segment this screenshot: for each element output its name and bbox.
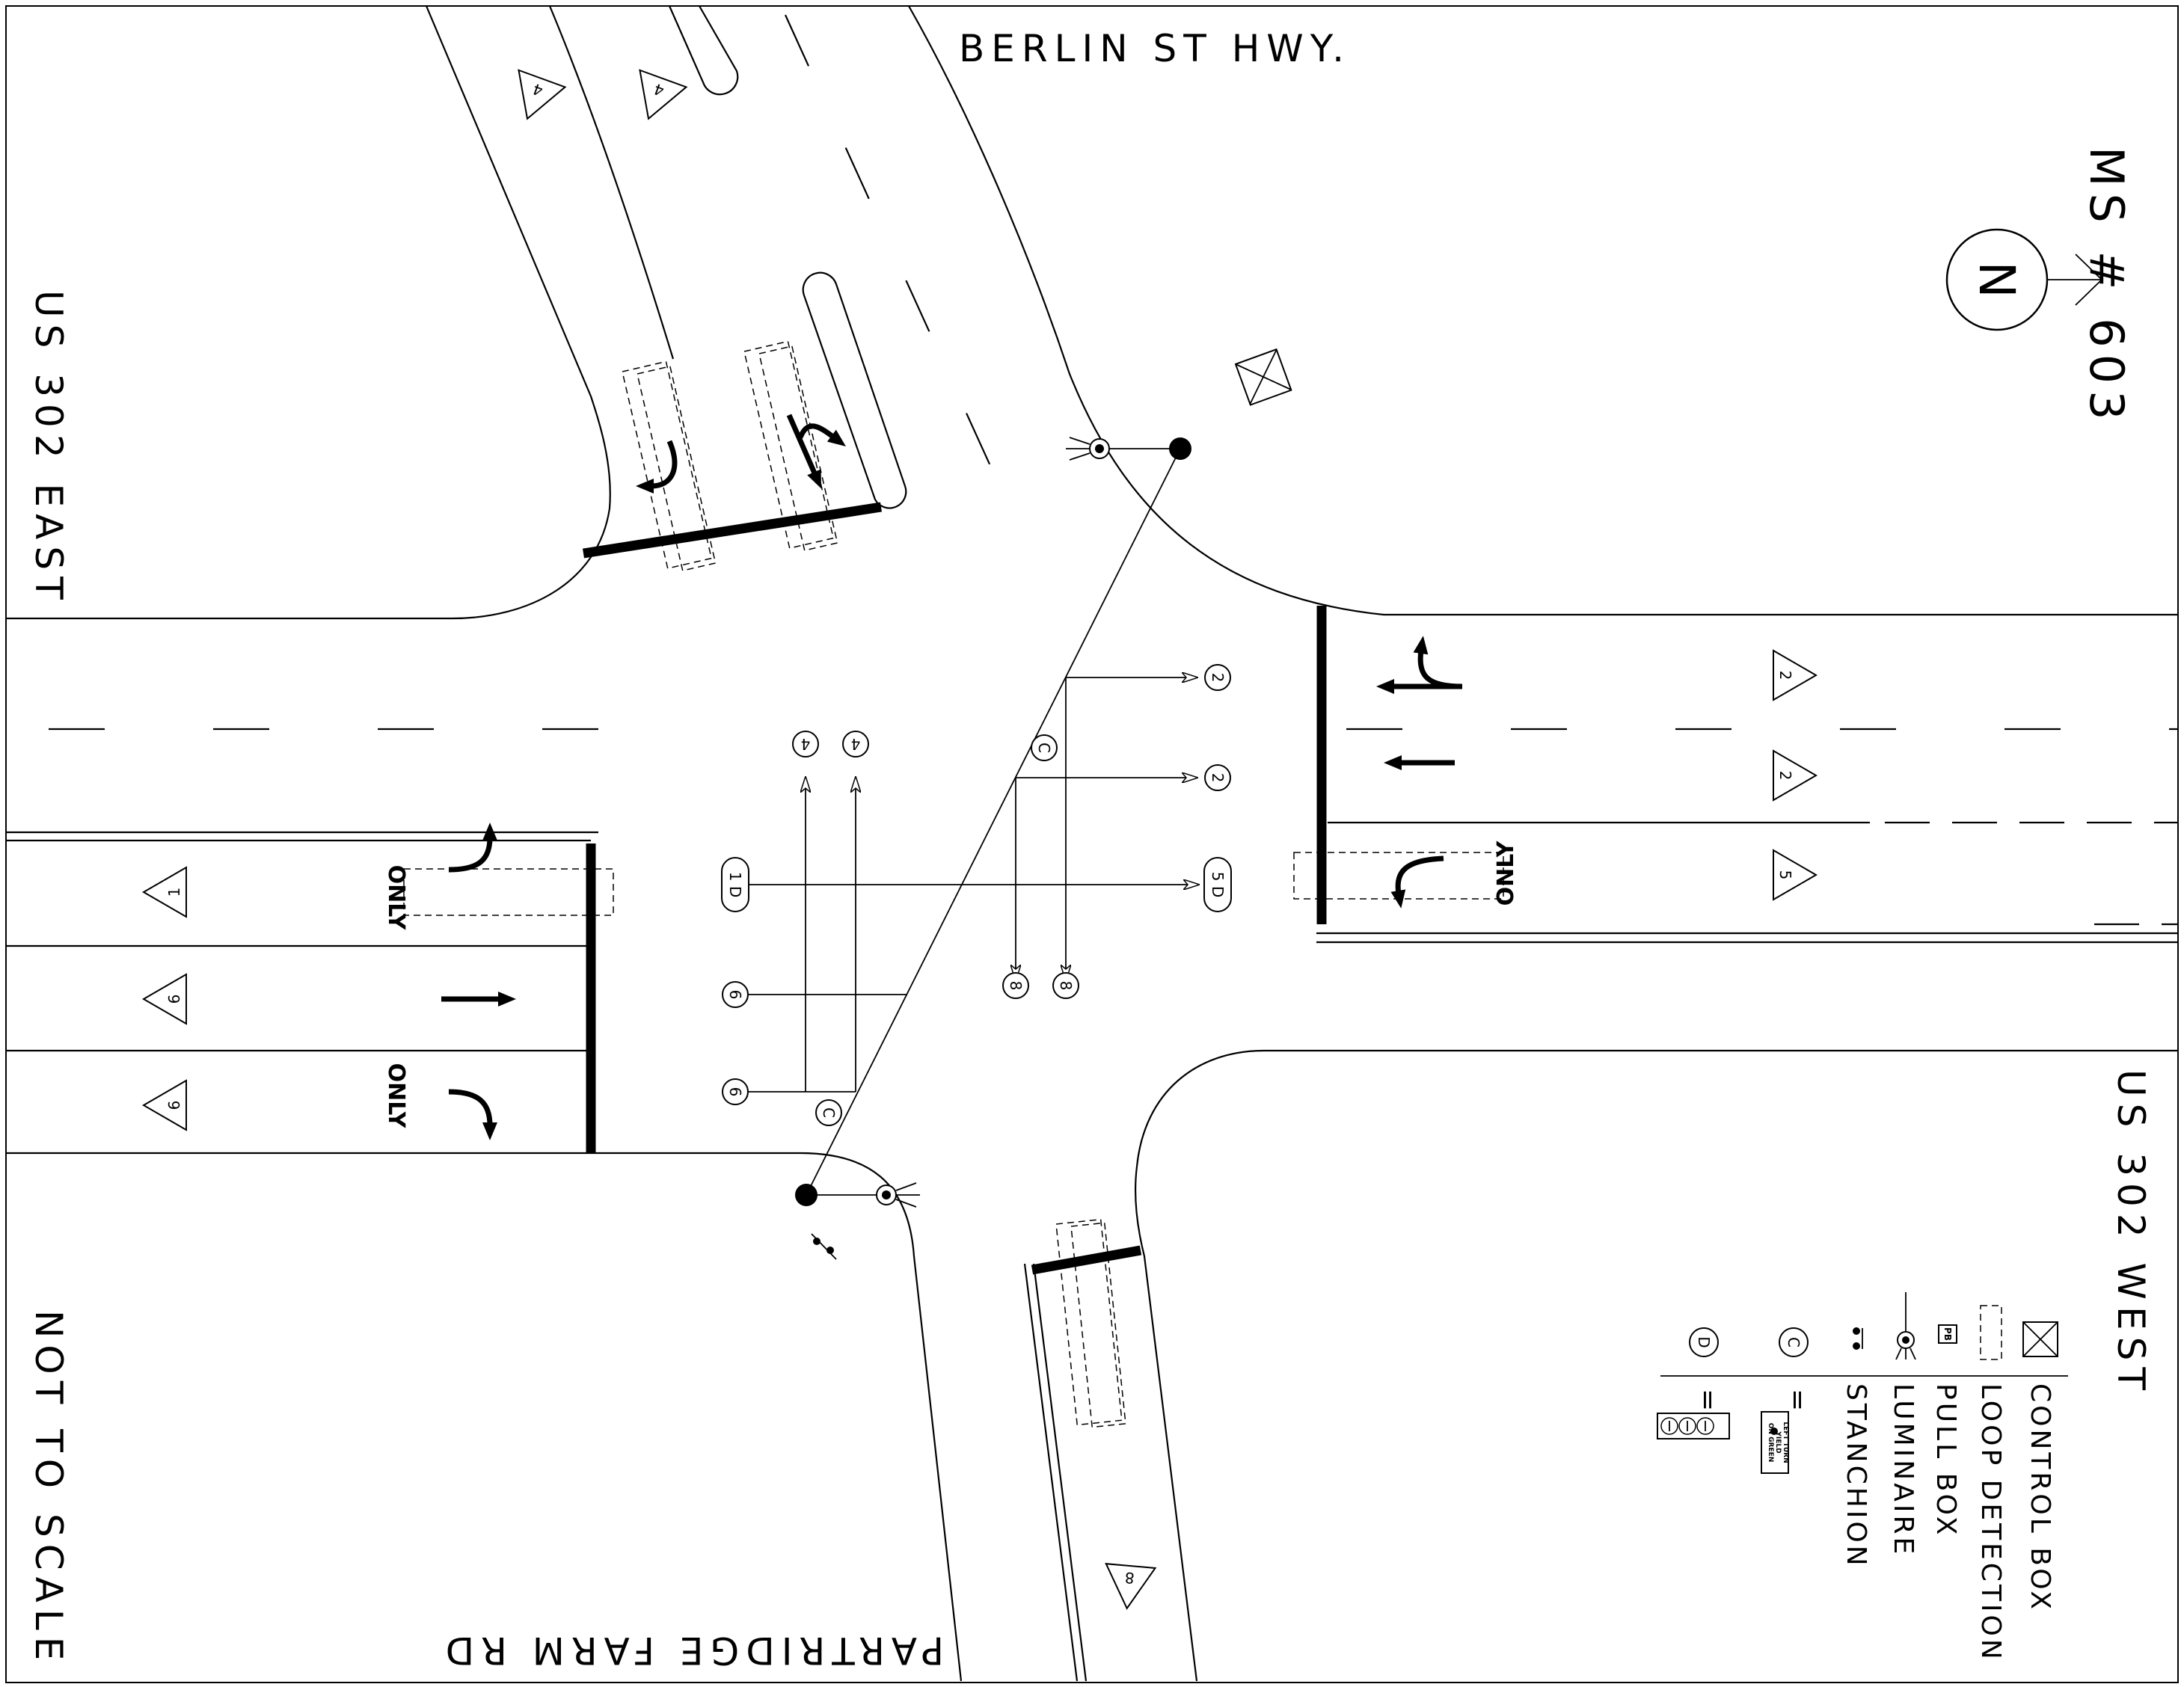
- only-marking-west-upper: ONLY: [383, 865, 409, 931]
- legend-control-box-icon: [2022, 1321, 2058, 1357]
- legend-luminaire: LUMINAIRE: [1888, 1383, 1918, 1557]
- legend-signal-head-icon: [1657, 1413, 1730, 1439]
- svg-text:YIELD: YIELD: [1774, 1431, 1782, 1453]
- tag-2b: 2: [1209, 773, 1227, 783]
- phase-6b: 6: [165, 1101, 183, 1110]
- span-wire-assembly: [740, 437, 1191, 1206]
- only-marking-west-lower: ONLY: [383, 1063, 409, 1129]
- tag-6a: 6: [726, 990, 744, 1000]
- only-marking-east: ONLY: [1493, 840, 1519, 906]
- legend-control-box: CONTROL BOX: [2025, 1383, 2055, 1612]
- svg-text:LEFT TURN: LEFT TURN: [1782, 1422, 1789, 1463]
- legend-left-turn-sign-icon: LEFT TURN YIELD ON GREEN: [1761, 1411, 1789, 1474]
- span-pole-ne: [1169, 437, 1191, 460]
- phase-triangles: 4 4 2 2 5 1 6 6 8: [142, 69, 1818, 1610]
- traffic-islands: [668, 5, 907, 509]
- luminaire-ne: [1066, 437, 1110, 461]
- legend-stanchion-icon: [1853, 1327, 1863, 1350]
- tag-4a: 4: [801, 735, 811, 753]
- phase-6a: 6: [165, 995, 183, 1004]
- label-not-to-scale: NOT TO SCALE: [27, 1310, 70, 1667]
- label-partridge-farm-rd: PARTRIDGE FARM RD: [439, 1629, 944, 1672]
- legend-luminaire-icon: [1895, 1292, 1916, 1360]
- center-lane-dashes: [49, 14, 2178, 731]
- tag-5d: 5 D: [1209, 872, 1227, 897]
- svg-text:ON GREEN: ON GREEN: [1767, 1423, 1774, 1462]
- north-letter: N: [1968, 261, 2025, 298]
- legend-stanchion: STANCHION: [1841, 1383, 1871, 1569]
- phase-2a: 2: [1776, 671, 1794, 680]
- phase-8: 8: [1124, 1569, 1135, 1588]
- label-us-302-east: US 302 EAST: [27, 290, 70, 606]
- tag-cb: C: [820, 1107, 838, 1118]
- road-edges: [6, 5, 2178, 1682]
- label-ms-603: MS # 603: [2079, 147, 2134, 427]
- phase-1: 1: [165, 888, 183, 897]
- north-arrow: N: [1945, 228, 2103, 331]
- phase-5: 5: [1776, 870, 1794, 880]
- label-us-302-west: US 302 WEST: [2109, 1069, 2153, 1397]
- tag-8a: 8: [1007, 981, 1025, 991]
- span-pole-sw: [795, 1184, 818, 1206]
- svg-text:D: D: [1695, 1336, 1713, 1348]
- legend-d-equals: =: [1693, 1389, 1723, 1414]
- legend-loop-icon: [1980, 1305, 2002, 1360]
- pavement-arrows: [441, 414, 1463, 1140]
- legend-pull-box-icon: PB: [1938, 1324, 1957, 1344]
- luminaire-sw: [876, 1182, 920, 1208]
- legend-d-icon: D: [1689, 1327, 1719, 1357]
- only-markings: ONLY ONLY ONLY: [383, 840, 1519, 1128]
- drawing-border: [5, 5, 2179, 1683]
- legend: PB C D CONTROL BOX LOOP DETECTION PULL B…: [1657, 1292, 2068, 1662]
- legend-pull-box: PULL BOX: [1930, 1383, 1961, 1537]
- stanchion: [811, 1233, 837, 1260]
- tag-ca: C: [1035, 743, 1053, 753]
- phase-2b: 2: [1776, 771, 1794, 781]
- legend-c-icon: C: [1779, 1327, 1809, 1357]
- tag-8b: 8: [1057, 981, 1075, 991]
- control-box: [1234, 348, 1292, 406]
- detector-tags: 2 2 4 4 1 D 5 D 6 6 8 8 C C: [721, 664, 1232, 1126]
- label-berlin-st-hwy: BERLIN ST HWY.: [959, 27, 1351, 70]
- legend-c-equals: =: [1782, 1389, 1813, 1414]
- legend-loop-detection: LOOP DETECTION: [1975, 1383, 2006, 1662]
- svg-text:C: C: [1785, 1337, 1803, 1348]
- tag-2a: 2: [1209, 673, 1227, 683]
- svg-text:PB: PB: [1942, 1327, 1953, 1341]
- tag-1d: 1 D: [726, 872, 744, 897]
- tag-4b: 4: [851, 735, 861, 753]
- tag-6b: 6: [726, 1087, 744, 1097]
